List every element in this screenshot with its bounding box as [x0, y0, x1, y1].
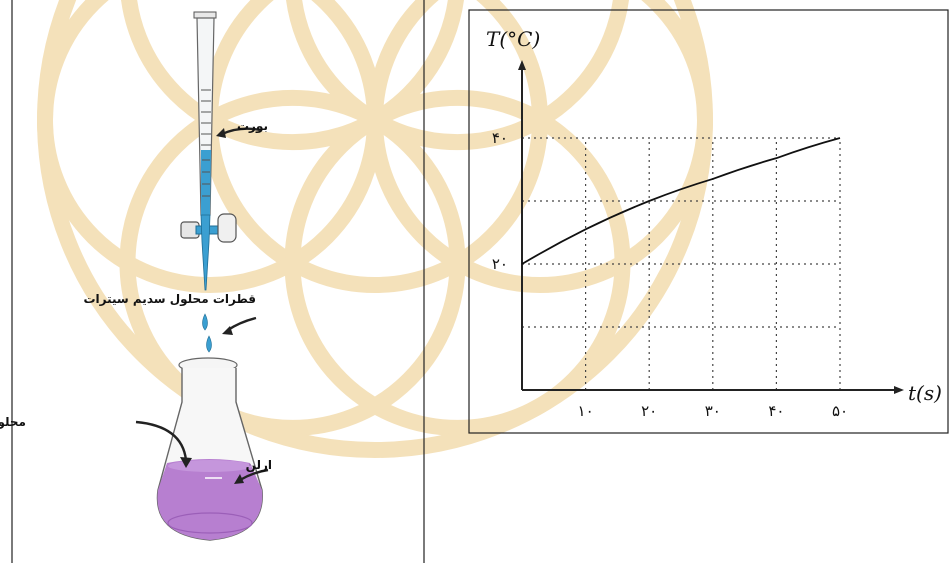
chart-grid — [522, 137, 841, 390]
burette-arrow — [221, 127, 261, 136]
watermark-pattern — [37, 0, 713, 458]
label-arrows — [135, 127, 269, 482]
y-axis-arrow — [518, 60, 526, 70]
x-axis-arrow — [894, 386, 904, 394]
sodium-citrate-drops — [202, 313, 212, 353]
x-tick-label: ۵۰ — [832, 402, 848, 420]
chart-frame — [468, 9, 949, 434]
x-tick-label: ۴۰ — [768, 402, 784, 420]
erlenmeyer-flask — [156, 357, 263, 541]
stopcock-key — [217, 213, 237, 243]
flask-label: ارلن — [246, 458, 272, 472]
solution-label: محلول نمک طلا — [0, 415, 26, 430]
temperature-curve — [521, 137, 841, 265]
flask-arrow — [239, 468, 269, 482]
y-axis-label: T(°C) — [486, 27, 540, 51]
chart-axes — [518, 60, 904, 394]
y-tick-label: ۲۰ — [492, 255, 508, 273]
burette-label: بورت — [237, 119, 268, 134]
y-tick-label: ۴۰ — [492, 129, 508, 147]
x-tick-label: ۲۰ — [641, 402, 657, 420]
x-axis-label: t(s) — [908, 381, 942, 405]
drops-label: قطرات محلول سدیم سیترات — [83, 292, 256, 307]
solution-arrow — [135, 420, 188, 461]
chart-series — [521, 137, 841, 265]
burette-liquid — [201, 150, 211, 215]
burette — [180, 11, 237, 291]
temperature-chart: ۱۰ ۲۰ ۳۰ ۴۰ ۵۰ ۲۰ ۴۰ T(°C) t(s) — [468, 9, 949, 434]
drops-arrow — [227, 316, 257, 331]
titration-diagram: بورت قطرات محلول سدیم سیترات محلول نمک ط… — [0, 0, 425, 563]
chart-tick-labels: ۱۰ ۲۰ ۳۰ ۴۰ ۵۰ ۲۰ ۴۰ — [492, 129, 848, 420]
x-tick-label: ۱۰ — [578, 402, 594, 420]
gold-salt-solution — [157, 459, 263, 540]
x-tick-label: ۳۰ — [705, 402, 721, 420]
